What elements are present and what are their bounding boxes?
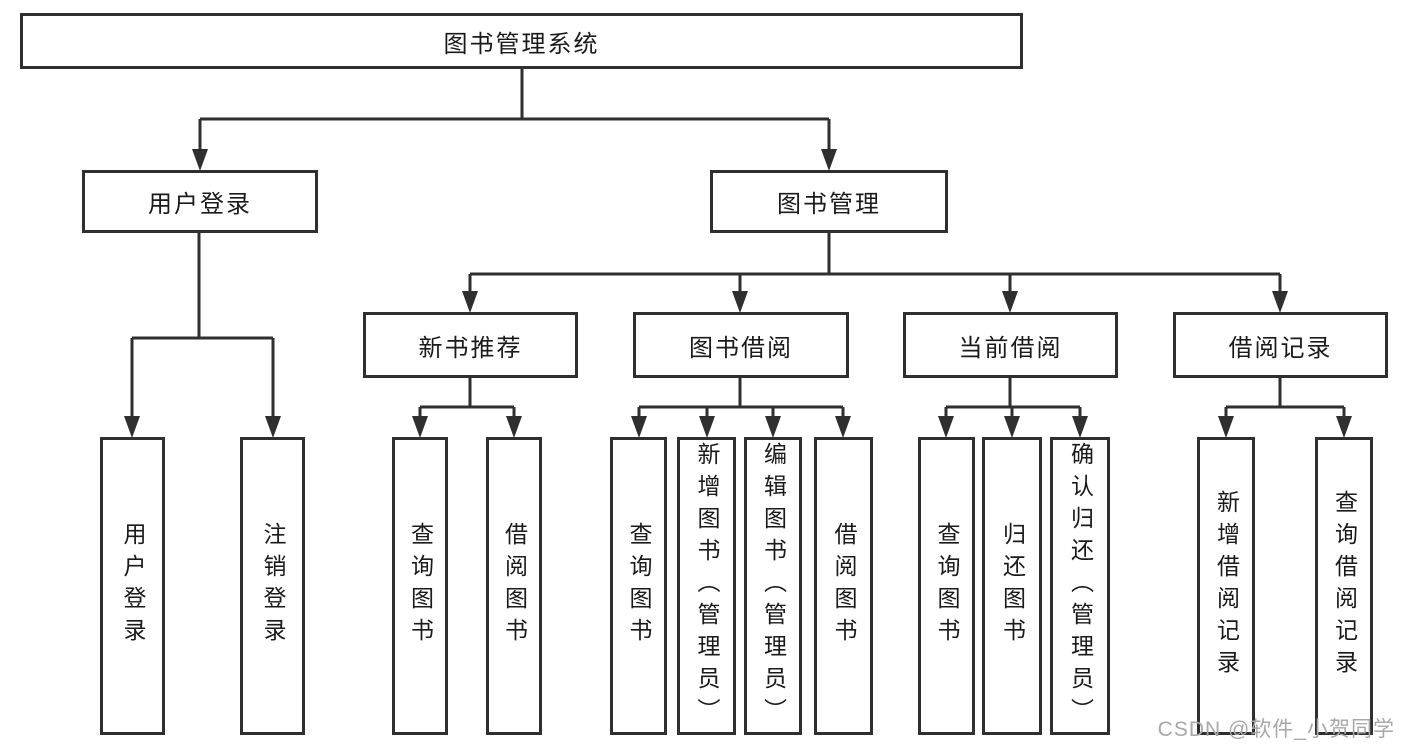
node-borrowing-records: 借阅记录 [1173, 312, 1388, 378]
node-book-management: 图书管理 [710, 170, 948, 233]
leaf-logout: 注销登录 [240, 437, 305, 735]
node-library-management-system: 图书管理系统 [20, 13, 1023, 69]
leaf-add-books-admin: 新增图书（管理员） [677, 437, 736, 735]
node-user-login: 用户登录 [82, 170, 318, 233]
leaf-query-books-current: 查询图书 [918, 437, 975, 735]
leaf-query-borrow-record: 查询借阅记录 [1315, 437, 1373, 735]
leaf-edit-books-admin: 编辑图书（管理员） [744, 437, 802, 735]
leaf-return-books: 归还图书 [982, 437, 1042, 735]
leaf-borrow-books: 借阅图书 [814, 437, 873, 735]
node-book-borrowing: 图书借阅 [633, 312, 849, 378]
leaf-user-login: 用户登录 [100, 437, 165, 735]
leaf-borrow-books-recommend: 借阅图书 [486, 437, 542, 735]
node-current-borrowing: 当前借阅 [903, 312, 1118, 378]
csdn-watermark: CSDN @软件_小贺同学 [1157, 718, 1395, 741]
node-new-book-recommendation: 新书推荐 [363, 312, 578, 378]
leaf-query-books-borrow: 查询图书 [610, 437, 667, 735]
leaf-confirm-return-admin: 确认归还（管理员） [1050, 437, 1110, 735]
leaf-query-books-recommend: 查询图书 [392, 437, 448, 735]
leaf-add-borrow-record: 新增借阅记录 [1197, 437, 1255, 735]
